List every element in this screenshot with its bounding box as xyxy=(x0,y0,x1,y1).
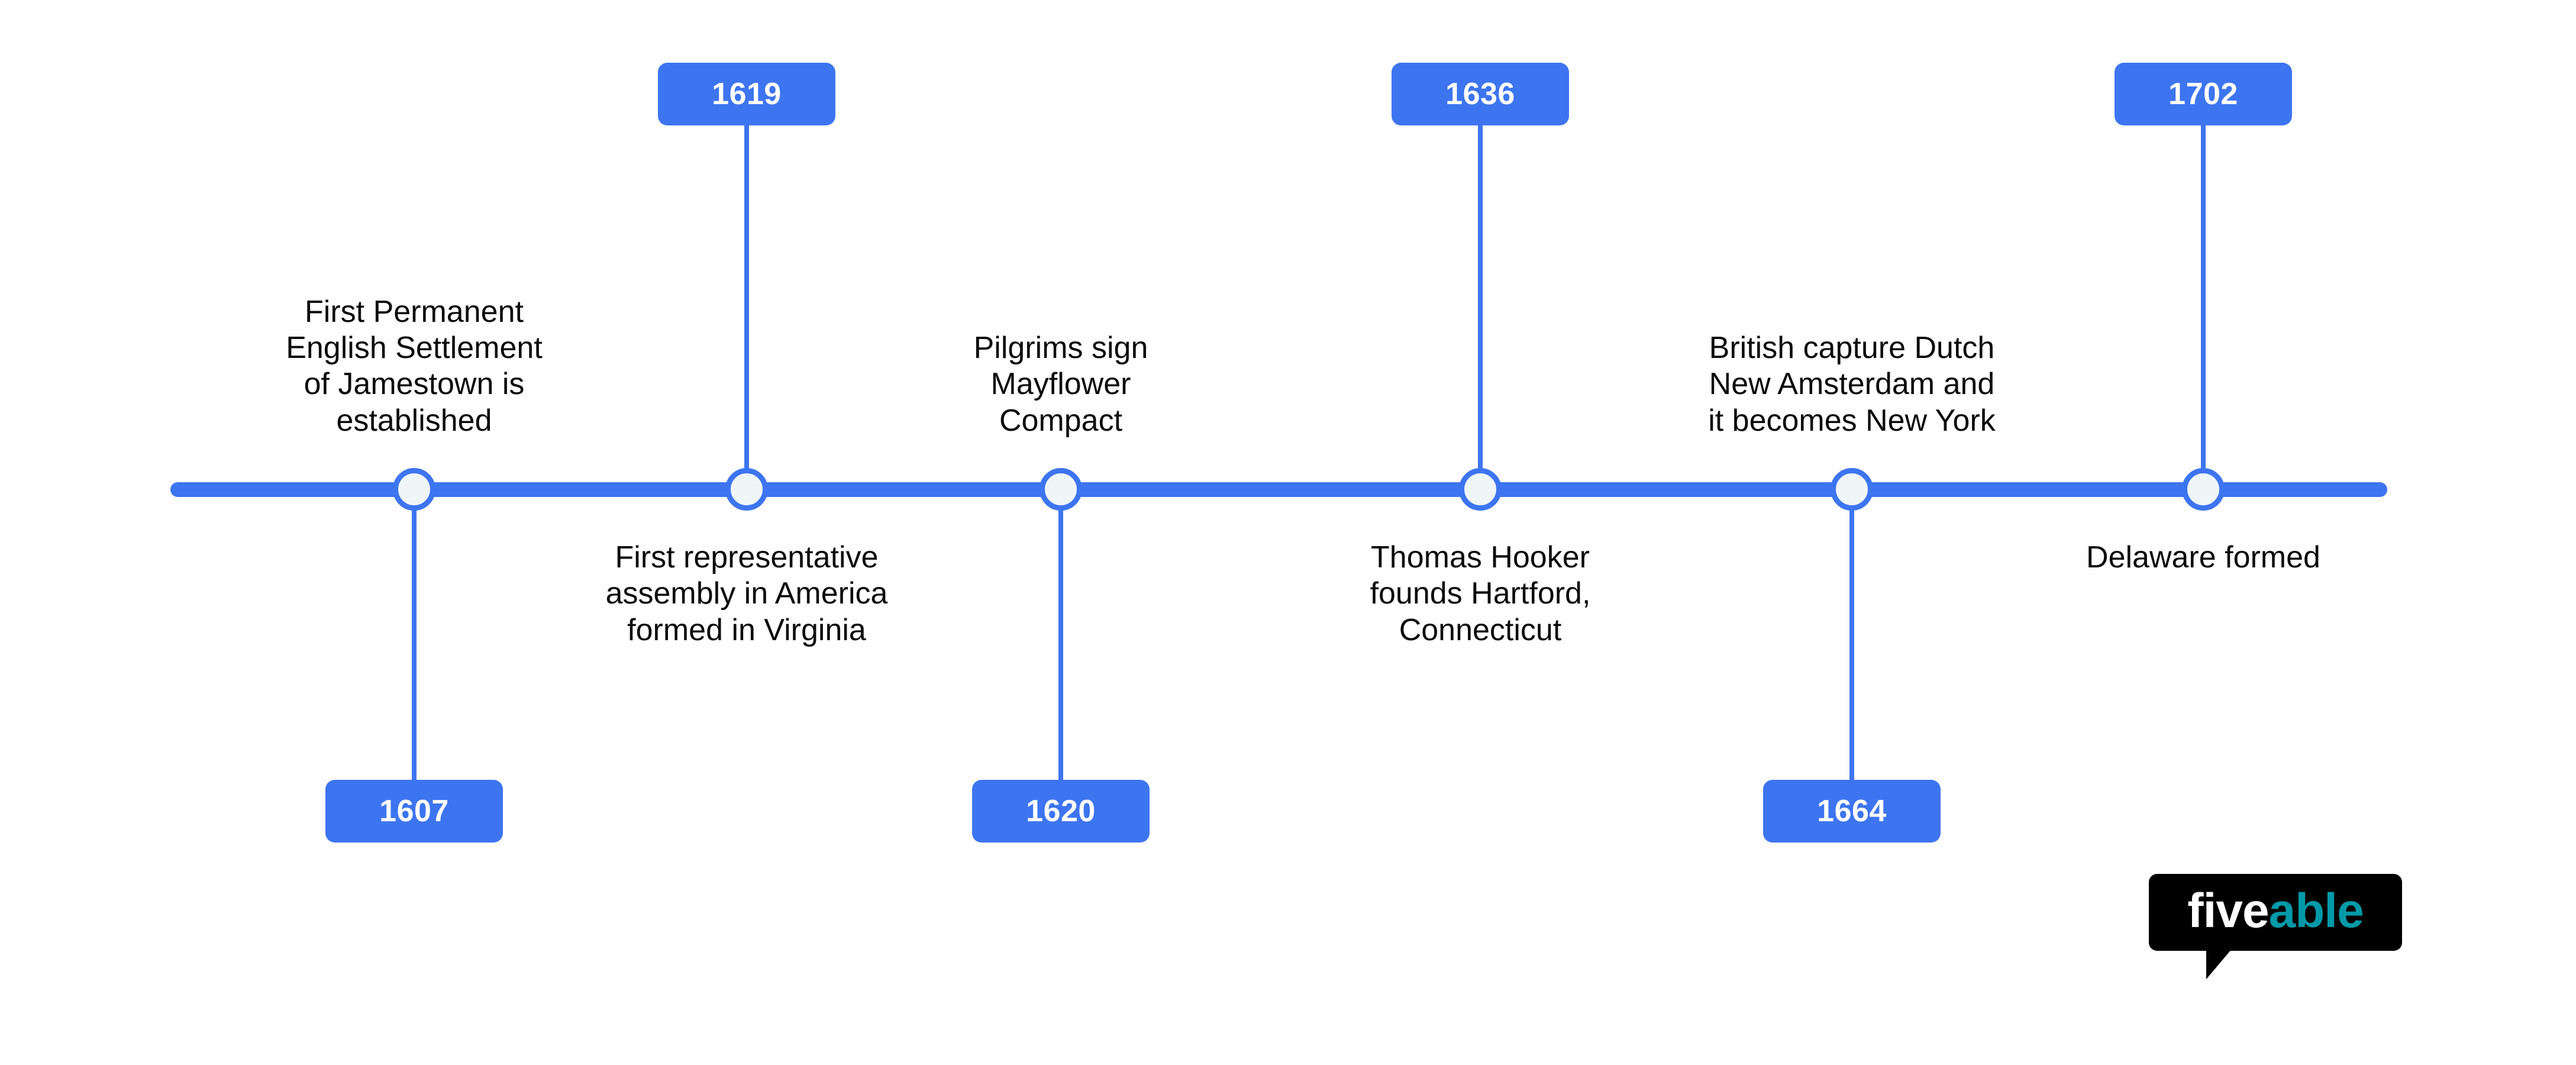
timeline-node-1620[interactable] xyxy=(1040,468,1082,511)
timeline-connector-1607 xyxy=(412,489,417,840)
year-pill-1702[interactable]: 1702 xyxy=(2115,63,2292,125)
timeline-connector-1664 xyxy=(1849,489,1854,840)
event-label-1636: Thomas Hooker founds Hartford, Connectic… xyxy=(1370,540,1591,647)
year-pill-1664[interactable]: 1664 xyxy=(1763,780,1941,843)
timeline-node-1664[interactable] xyxy=(1831,468,1873,511)
timeline-connector-1619 xyxy=(744,125,749,489)
logo-speech-bubble xyxy=(2149,874,2402,951)
timeline-axis-bar xyxy=(170,482,2387,497)
year-pill-1607[interactable]: 1607 xyxy=(325,780,503,843)
timeline-connector-1702 xyxy=(2201,125,2206,489)
year-pill-1619[interactable]: 1619 xyxy=(658,63,835,125)
event-label-1607: First Permanent English Settlement of Ja… xyxy=(286,294,543,438)
timeline-connector-1636 xyxy=(1478,125,1483,489)
timeline-node-1636[interactable] xyxy=(1459,468,1502,511)
event-label-1619: First representative assembly in America… xyxy=(605,540,888,647)
logo-speech-tail xyxy=(2206,948,2232,979)
logo-word-five: five xyxy=(2187,884,2269,938)
year-pill-1620[interactable]: 1620 xyxy=(972,780,1150,843)
timeline-node-1619[interactable] xyxy=(725,468,768,511)
timeline-node-1607[interactable] xyxy=(393,468,435,511)
logo-word-able: able xyxy=(2268,884,2364,938)
event-label-1664: British capture Dutch New Amsterdam and … xyxy=(1708,330,1996,438)
timeline-connector-1620 xyxy=(1058,489,1063,840)
year-pill-1636[interactable]: 1636 xyxy=(1392,63,1569,125)
event-label-1702: Delaware formed xyxy=(2086,540,2320,575)
timeline-node-1702[interactable] xyxy=(2182,468,2225,511)
event-label-1620: Pilgrims sign Mayflower Compact xyxy=(973,330,1148,438)
